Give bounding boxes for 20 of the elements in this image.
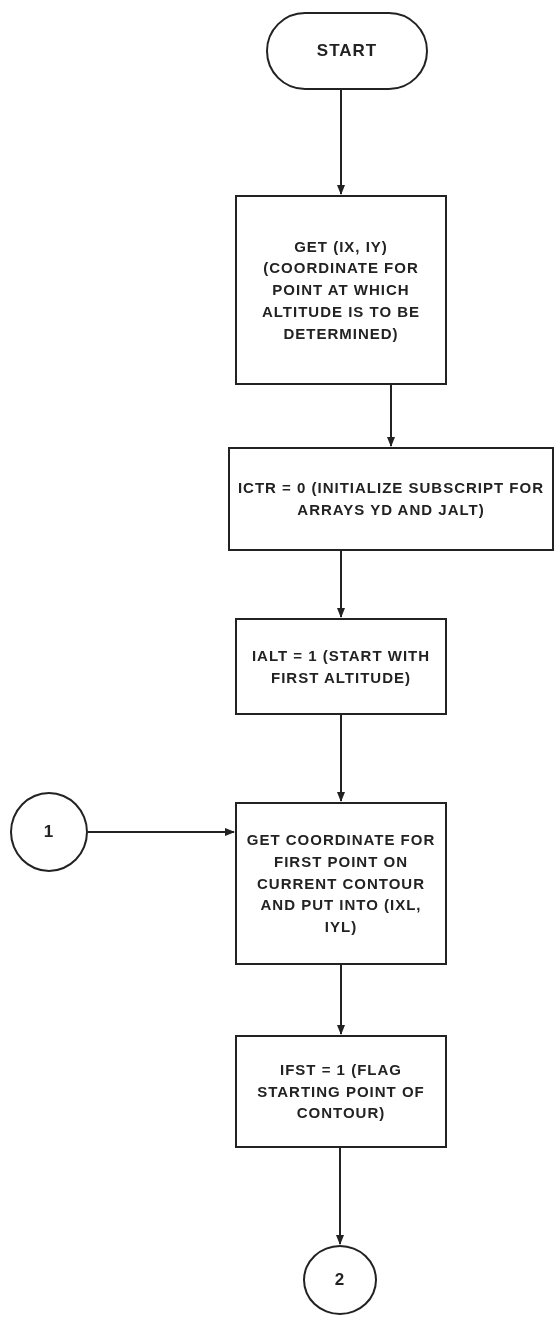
process-box xyxy=(235,618,447,715)
node-text: IFST = 1 (FLAG STARTING POINT OF CONTOUR) xyxy=(256,1059,426,1124)
node-text: IALT = 1 (START WITH FIRST ALTITUDE) xyxy=(250,645,432,688)
arrow xyxy=(87,828,235,836)
node-text: GET COORDINATE FOR FIRST POINT ON CURRENT CONTOUR AND PUT INTO (IXL, IYL) xyxy=(245,830,437,938)
arrow xyxy=(336,1147,344,1245)
arrow xyxy=(337,714,345,802)
arrow xyxy=(337,964,345,1035)
arrow xyxy=(387,384,395,447)
process-box xyxy=(235,802,447,965)
process-box xyxy=(228,447,554,551)
node-text: ICTR = 0 (INITIALIZE SUBSCRIPT FOR ARRAYS YD AND JALT) xyxy=(236,478,546,520)
process-box xyxy=(235,195,447,385)
node-text: 1 xyxy=(43,820,55,843)
node-text: START xyxy=(316,39,378,62)
node-text: 2 xyxy=(334,1268,346,1291)
process-box xyxy=(235,1035,447,1148)
arrow xyxy=(337,550,345,618)
node-text: GET (IX, IY) (COORDINATE FOR POINT AT WHICH ALTITUDE IS TO BE DETERMINED) xyxy=(260,236,422,344)
arrow xyxy=(337,89,345,195)
